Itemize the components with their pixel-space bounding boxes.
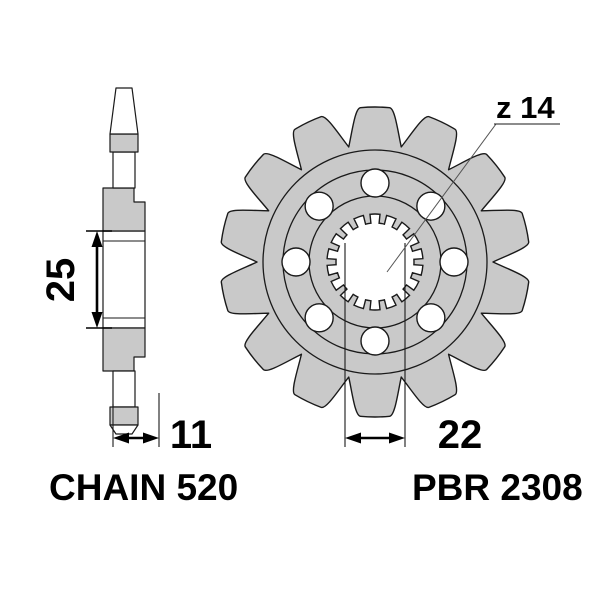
profile-lower-hub: [102, 327, 146, 372]
sprocket-face-view: [220, 106, 530, 418]
lightening-hole: [304, 303, 334, 333]
profile-detail-lines: [103, 240, 145, 319]
profile-upper-collar: [109, 133, 139, 153]
chain-label: CHAIN 520: [49, 467, 238, 508]
profile-upper-tooth-tip: [109, 87, 139, 135]
profile-upper-hub: [102, 187, 146, 232]
part-number-label: PBR 2308: [412, 467, 583, 508]
dim-11-label: 11: [170, 413, 212, 457]
z14-leader-line: [386, 123, 497, 273]
z14-label: z 14: [496, 90, 555, 125]
dim-11-arrow-left: [113, 432, 129, 444]
profile-center-body: [102, 230, 146, 329]
dim-22-arrow-right: [389, 432, 405, 444]
dimension-25: 25: [39, 230, 112, 329]
lightening-hole: [304, 191, 334, 221]
profile-shapes: [102, 87, 146, 435]
dim-11-arrow-right: [143, 432, 159, 444]
dim-25-arrow-down: [91, 312, 103, 328]
dim-22-label: 22: [438, 413, 483, 457]
profile-lower-neck: [112, 370, 136, 408]
tooth-count-callout: z 14: [386, 90, 560, 273]
lightening-hole: [416, 303, 446, 333]
dim-25-label: 25: [39, 258, 83, 303]
lightening-holes: [281, 168, 469, 356]
dimension-11: 11: [112, 393, 212, 457]
lightening-hole: [281, 247, 311, 277]
lightening-hole: [439, 247, 469, 277]
spline-bore: [326, 213, 424, 311]
dim-22-arrow-left: [345, 432, 361, 444]
profile-lower-tooth-tip: [109, 424, 139, 435]
lightening-hole: [416, 191, 446, 221]
profile-upper-neck: [112, 151, 136, 189]
lightening-hole: [360, 326, 390, 356]
dimension-22: 22: [344, 243, 483, 457]
side-profile-view: [102, 87, 146, 435]
dim-25-arrow-up: [91, 231, 103, 247]
profile-lower-collar: [109, 406, 139, 426]
lightening-hole: [360, 168, 390, 198]
guide-circle-1: [262, 149, 488, 375]
